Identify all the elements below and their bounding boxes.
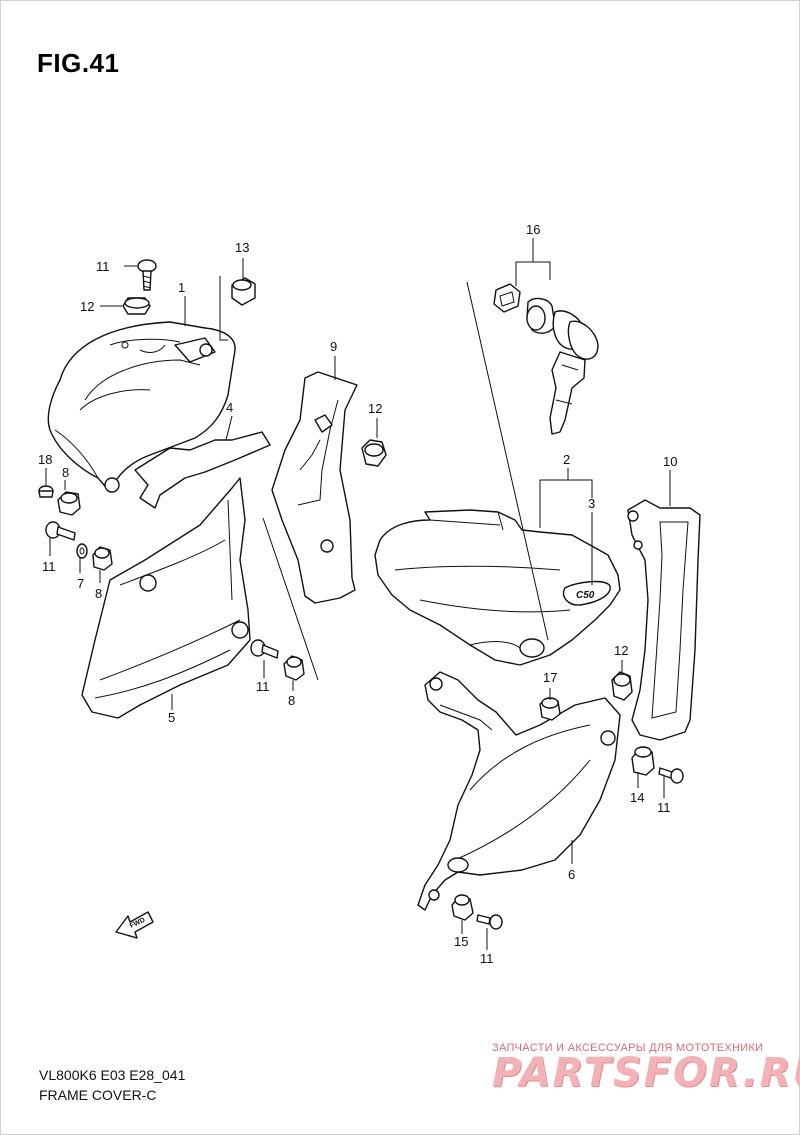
part-11-screw-top <box>137 259 157 291</box>
part-11-screw-bottom <box>476 914 503 930</box>
callout-14: 14 <box>630 790 644 805</box>
cover-emblem-text: C50 <box>576 590 595 601</box>
watermark-logo: PARTSFOR.RU <box>492 1050 800 1096</box>
part-5-lower-cover <box>81 477 251 719</box>
part-13-grommet <box>231 277 256 306</box>
callout-2: 2 <box>563 452 570 467</box>
callout-16: 16 <box>526 222 540 237</box>
callout-13: 13 <box>235 240 249 255</box>
part-11-screw-left <box>45 521 76 541</box>
part-12-grommet-left <box>122 297 151 315</box>
callout-11: 11 <box>256 679 270 694</box>
callout-12: 12 <box>614 643 628 658</box>
part-17-collar <box>539 697 561 721</box>
callout-11: 11 <box>480 951 494 966</box>
part-10-frame-rubber <box>627 499 701 741</box>
callout-4: 4 <box>226 400 233 415</box>
callout-5: 5 <box>168 710 175 725</box>
part-8-collar-left <box>57 491 81 516</box>
part-9-side-bracket <box>271 371 358 604</box>
callout-18: 18 <box>38 452 52 467</box>
callout-11: 11 <box>657 800 671 815</box>
part-7-washer <box>76 543 88 559</box>
figure-title: FIG.41 <box>37 48 120 78</box>
part-4-bracket-plate <box>134 431 271 509</box>
part-1-frame-cover <box>47 321 236 493</box>
callout-1: 1 <box>178 280 185 295</box>
callout-10: 10 <box>663 454 677 469</box>
callout-8: 8 <box>62 465 69 480</box>
figure-caption: FRAME COVER-C <box>39 1087 157 1103</box>
callout-15: 15 <box>454 934 468 949</box>
part-8-collar-middle <box>283 655 305 681</box>
part-8-collar-lower <box>92 546 113 571</box>
model-code: VL800K6 E03 E28_041 <box>39 1067 186 1083</box>
callout-3: 3 <box>588 496 595 511</box>
part-15-collar <box>451 894 474 921</box>
part-12-grommet-middle <box>361 439 387 467</box>
callout-9: 9 <box>330 339 337 354</box>
callout-11: 11 <box>96 259 110 274</box>
callout-numbers: 11 12 1 13 4 18 8 11 7 8 5 9 12 11 8 16 … <box>38 222 677 966</box>
leader-lines <box>45 238 671 950</box>
callout-12: 12 <box>80 299 94 314</box>
part-12-grommet-right <box>611 671 633 701</box>
part-18-clip <box>38 485 54 498</box>
callout-7: 7 <box>77 576 84 591</box>
part-11-screw-middle <box>250 639 279 659</box>
part-16-lock-set <box>493 283 599 435</box>
callout-11: 11 <box>42 559 56 574</box>
callout-8: 8 <box>95 586 102 601</box>
part-14-collar <box>631 746 655 776</box>
callout-12: 12 <box>368 401 382 416</box>
callout-8: 8 <box>288 693 295 708</box>
part-2-side-cover: C50 <box>374 509 621 666</box>
callout-17: 17 <box>543 670 557 685</box>
part-11-screw-right <box>658 767 684 784</box>
part-6-side-cover <box>417 671 621 911</box>
callout-6: 6 <box>568 867 575 882</box>
watermark-tagline: ЗАПЧАСТИ И АКСЕССУАРЫ ДЛЯ МОТОТЕХНИКИ <box>492 1042 764 1054</box>
fwd-arrow-icon: FWD <box>115 911 154 939</box>
